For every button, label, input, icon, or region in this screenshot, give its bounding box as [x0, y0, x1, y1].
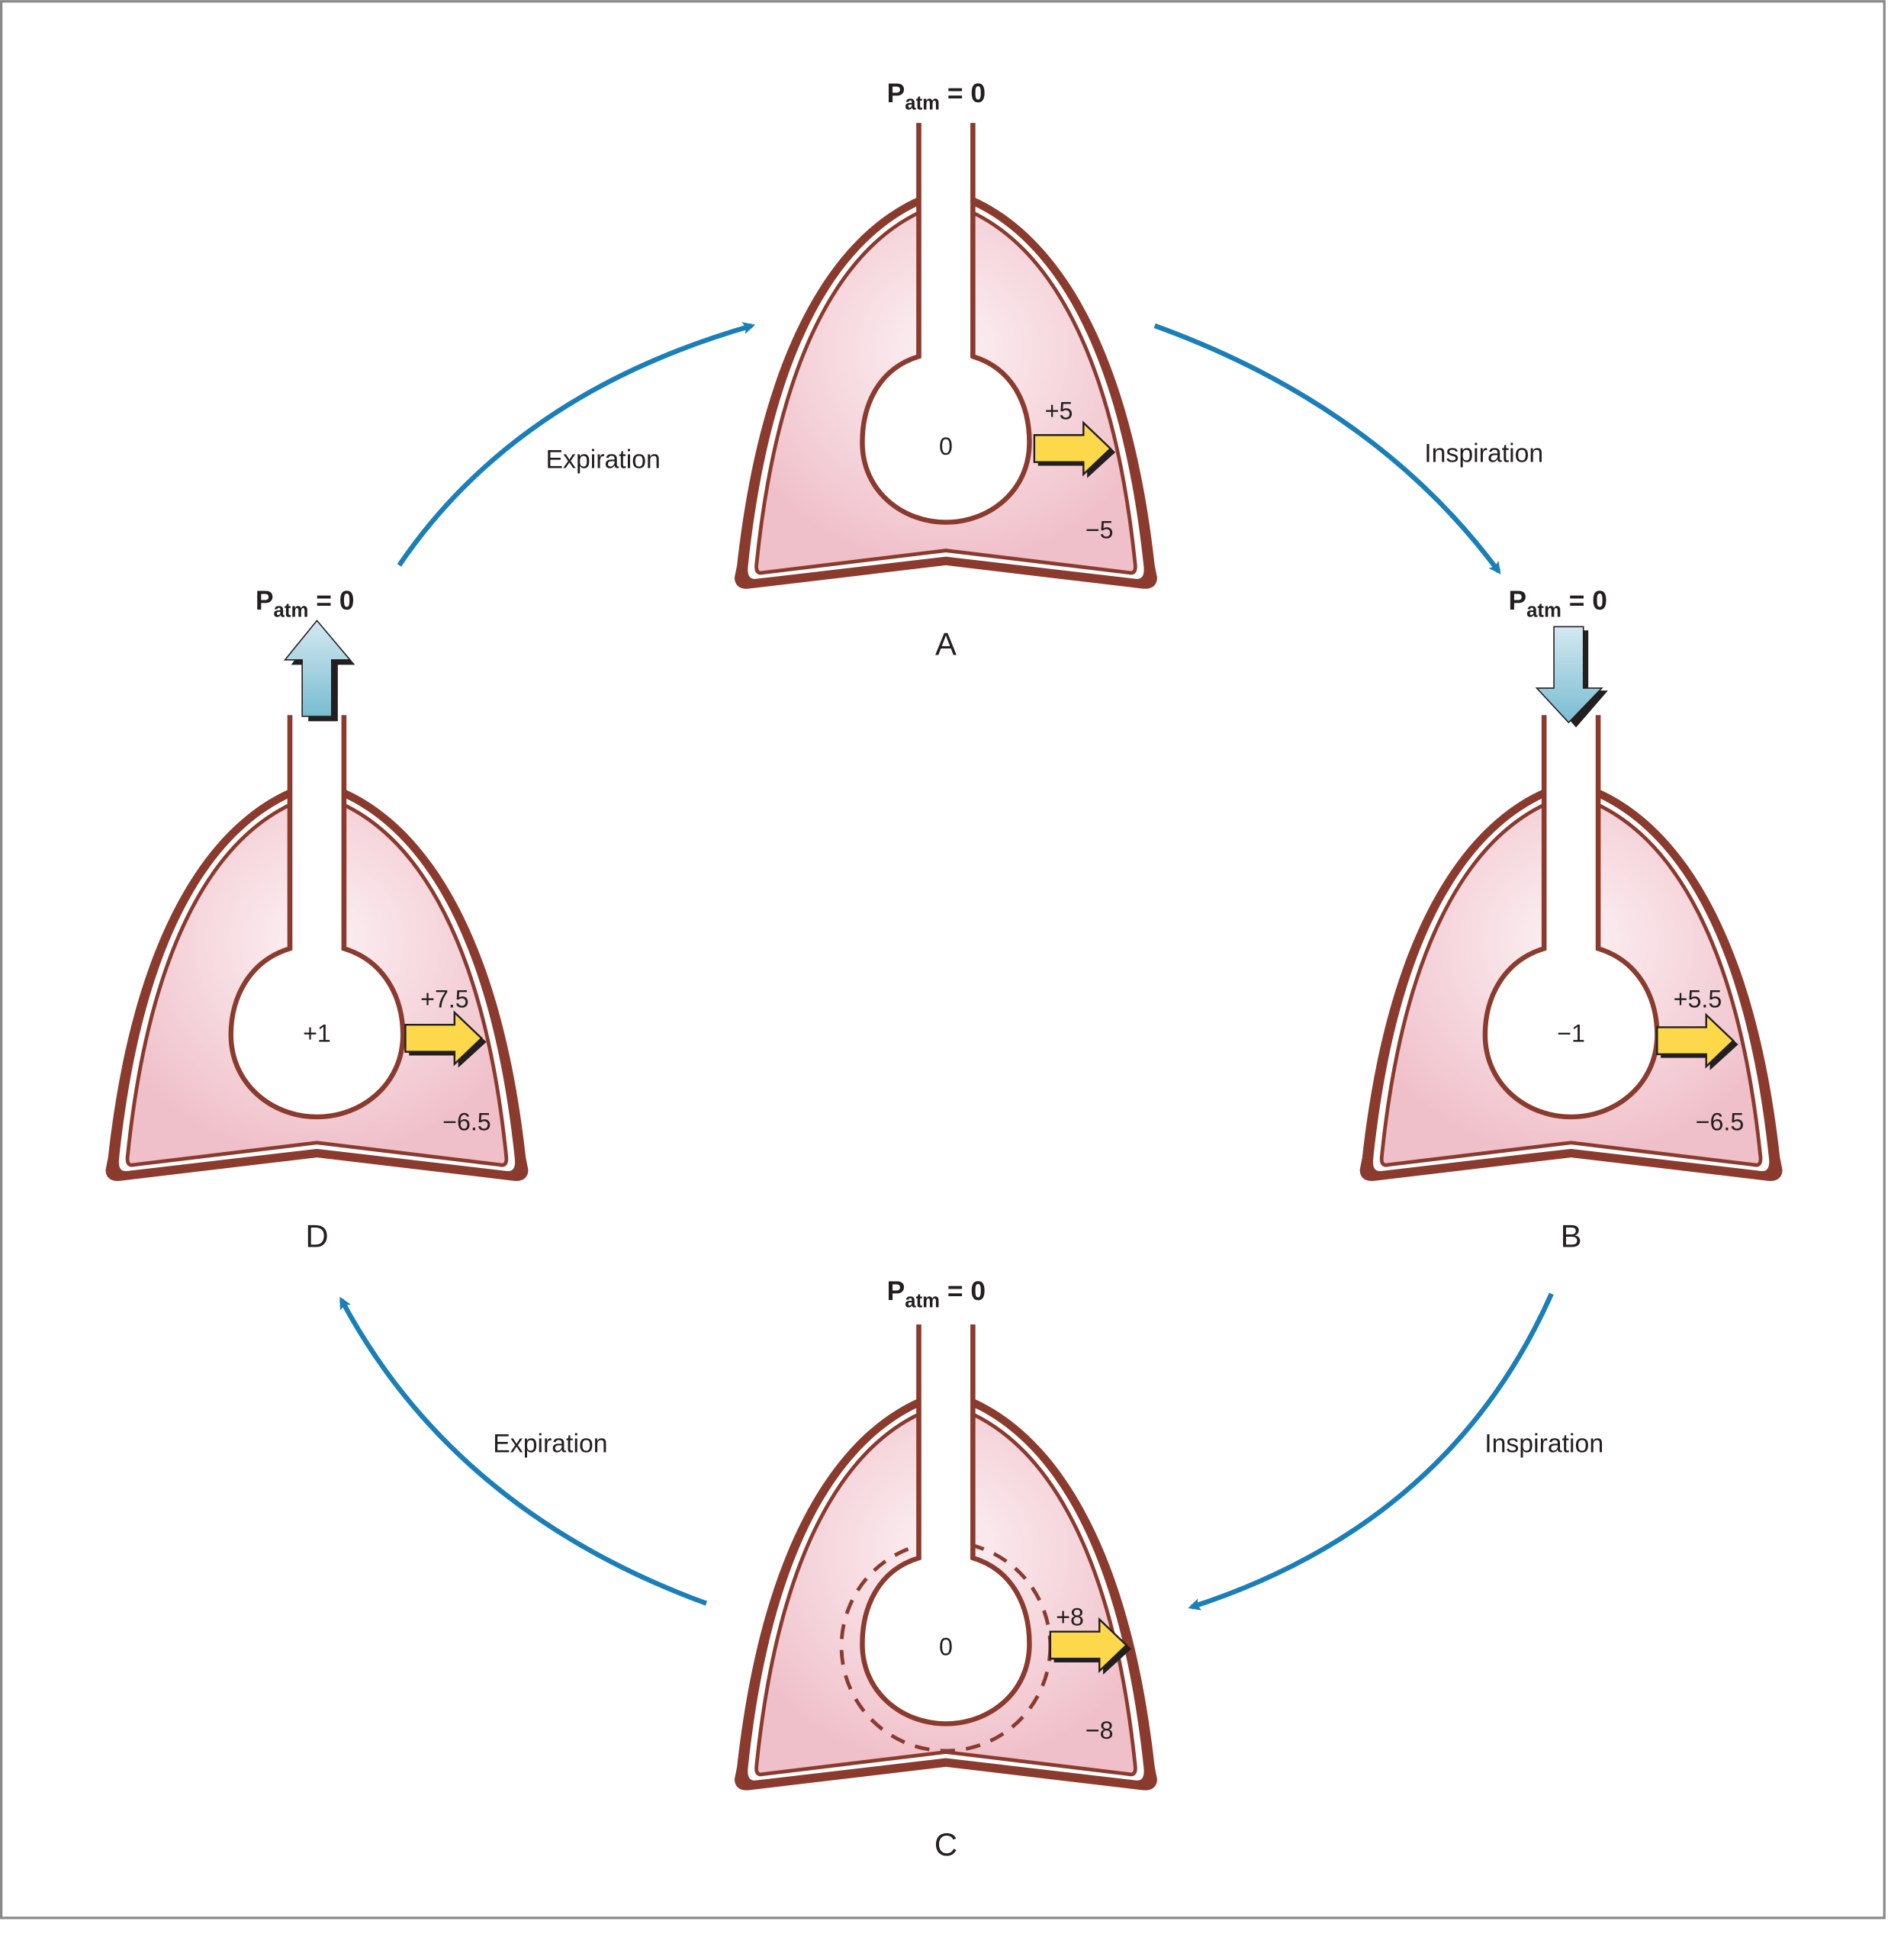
stage-b	[1360, 703, 1783, 1181]
transition-label-d-a: Expiration	[546, 446, 661, 475]
stage-letter-a: A	[935, 626, 957, 661]
stage-c	[735, 1312, 1157, 1791]
pleural-pressure-b: −6.5	[1696, 1109, 1745, 1136]
transpulmonary-pressure-a: +5	[1045, 397, 1073, 424]
pleural-pressure-arrow-icon	[1656, 1012, 1738, 1070]
alveolar-pressure-b: −1	[1557, 1020, 1585, 1047]
stage-a	[735, 111, 1157, 589]
airflow-out-arrow-icon	[283, 619, 355, 722]
alveolar-pressure-c: 0	[939, 1633, 953, 1660]
stage-letter-c: C	[934, 1826, 957, 1862]
pleural-pressure-d: −6.5	[442, 1109, 491, 1136]
alveolar-pressure-d: +1	[303, 1020, 331, 1047]
patm-label-c: Patm = 0	[887, 1276, 986, 1312]
pleural-pressure-c: −8	[1085, 1717, 1114, 1744]
transpulmonary-pressure-d: +7.5	[420, 986, 469, 1013]
transition-label-c-d: Expiration	[493, 1430, 607, 1459]
stage-letter-b: B	[1561, 1218, 1582, 1254]
transpulmonary-pressure-c: +8	[1056, 1604, 1084, 1631]
patm-label-b: Patm = 0	[1508, 585, 1606, 622]
patm-label-d: Patm = 0	[256, 585, 354, 622]
stage-letter-d: D	[305, 1218, 328, 1254]
pleural-pressure-a: −5	[1085, 516, 1114, 543]
pleural-pressure-arrow-icon	[404, 1010, 487, 1068]
transpulmonary-pressure-b: +5.5	[1674, 986, 1722, 1013]
cycle-arrow-a-to-b	[1153, 323, 1501, 574]
cycle-arrow-b-to-c	[1188, 1292, 1554, 1611]
stage-d	[105, 703, 528, 1181]
airflow-in-arrow-icon	[1535, 626, 1608, 728]
transition-label-a-b: Inspiration	[1424, 439, 1543, 468]
cycle-arrow-c-to-d	[339, 1296, 708, 1606]
transition-label-b-c: Inspiration	[1484, 1430, 1603, 1459]
pleural-pressure-arrow-icon	[1033, 420, 1116, 478]
alveolar-pressure-a: 0	[939, 433, 953, 460]
patm-label-a: Patm = 0	[887, 78, 986, 114]
cycle-arrow-d-to-a	[397, 322, 756, 567]
pleural-pressure-arrow-icon	[1049, 1617, 1132, 1675]
